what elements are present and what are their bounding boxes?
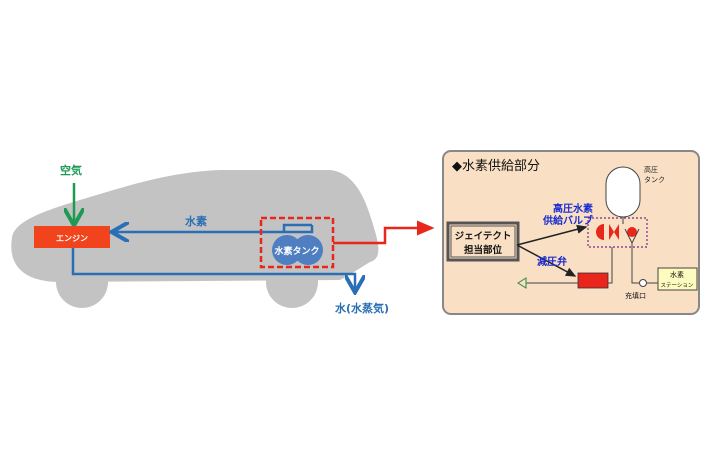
- hydrogen-label: 水素: [185, 214, 207, 228]
- jtekt-box: [446, 221, 520, 262]
- station-label-1: 水素: [670, 270, 684, 279]
- water-arrow: [71, 248, 355, 290]
- hydrogen-supply-panel: ◆水素供給部分 高圧 タンク 高圧水素 供給バルブ ジェイテクト 担当部位 減圧…: [442, 150, 700, 315]
- sensor-circle-icon: [627, 227, 637, 237]
- reducer-pipe: [608, 247, 613, 284]
- actuator-icon: [596, 224, 604, 240]
- tank-pipe: [282, 223, 312, 232]
- filling-port-label: 充填口: [625, 291, 646, 300]
- valve-dotted-box: [587, 217, 648, 248]
- hydrogen-station-box: [657, 267, 698, 291]
- reducer-label: 減圧弁: [537, 255, 567, 268]
- water-label: 水(水蒸気): [335, 301, 389, 315]
- pointer-arrow-valve: [516, 224, 588, 246]
- jtekt-label-2: 担当部位: [464, 244, 503, 256]
- reducer-valve: [577, 272, 609, 289]
- jtekt-label-1: ジェイテクト: [455, 231, 512, 242]
- tank-circle-left: [272, 235, 302, 265]
- engine-box: [34, 226, 110, 248]
- zoom-connector-arrow: [333, 220, 435, 245]
- panel-title: ◆水素供給部分: [452, 159, 540, 174]
- air-label: 空気: [60, 163, 82, 177]
- hp-tank-label-2: タンク: [644, 175, 665, 184]
- tank-label: 水素タンク: [274, 245, 319, 257]
- hp-tank-label-1: 高圧: [644, 165, 658, 174]
- hydrogen-arrow: [114, 225, 314, 232]
- valve-label-1: 高圧水素: [553, 202, 593, 215]
- tank-circle-right: [293, 235, 323, 265]
- fill-pipe: [631, 243, 639, 284]
- high-pressure-tank: [605, 166, 641, 218]
- tank-highlight-box: [259, 216, 335, 269]
- valve-label-2: 供給バルブ: [542, 214, 593, 227]
- pointer-arrow-reducer: [516, 244, 577, 277]
- station-label-2: ステーション: [661, 282, 694, 289]
- outlet-triangle-icon: [517, 277, 527, 289]
- check-valve-icon: [639, 279, 647, 287]
- engine-label: エンジン: [56, 234, 88, 243]
- valve-bowtie-icon: [609, 224, 619, 240]
